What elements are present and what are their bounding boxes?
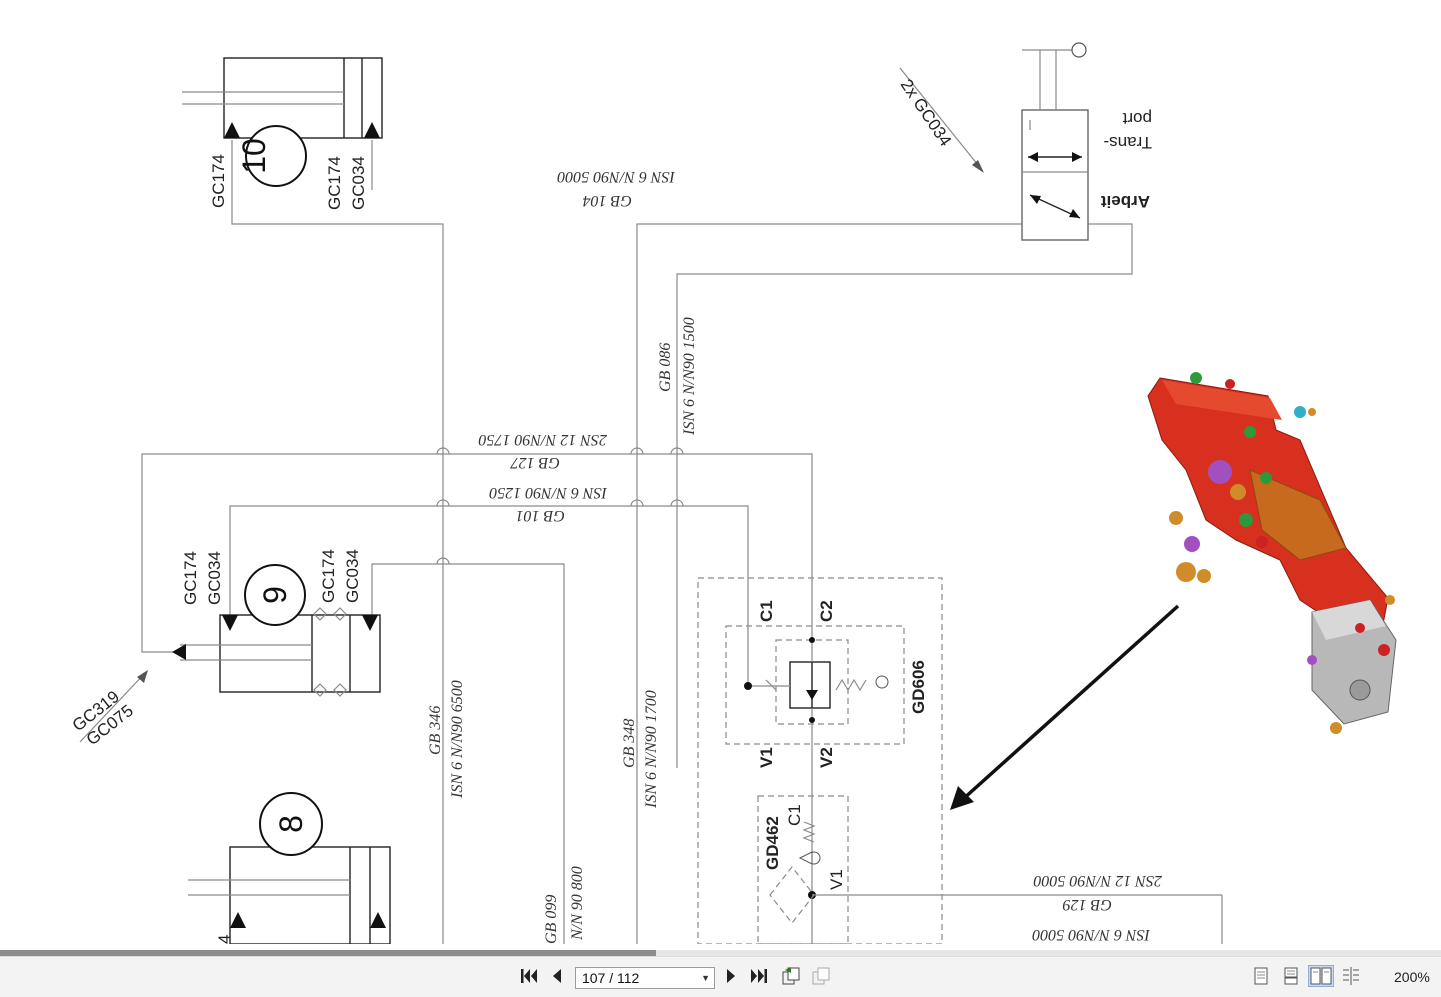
hose-isn6-5000-b: ISN 6 N/N90 5000 (1032, 926, 1151, 943)
page-scroll-progress[interactable] (0, 950, 1441, 956)
chevron-down-icon: ▼ (701, 973, 710, 983)
hose-isn6-5000: ISN 6 N/N90 5000 (557, 168, 676, 185)
hose-gb101: GB 101 (516, 507, 565, 524)
hose-gb099: GB 099 (543, 895, 560, 944)
hose-isn6-1250: ISN 6 N/N90 1250 (489, 484, 608, 501)
last-page-icon (751, 969, 767, 983)
arbeit-label: Arbeit (1101, 192, 1150, 211)
gd606-label: GD606 (909, 660, 928, 714)
hose-gb086: GB 086 (657, 343, 674, 392)
hose-isn6-1700: ISN 6 N/N90 1700 (643, 690, 660, 809)
next-page-icon (727, 969, 735, 983)
cylinder-8-number: 8 (273, 815, 309, 833)
gc174-label-b: GC174 (325, 156, 344, 210)
gc034-label-b: GC034 (205, 551, 224, 605)
first-page-icon (521, 969, 537, 983)
cylinder-8 (188, 792, 391, 944)
single-page-view-button[interactable] (1250, 965, 1272, 987)
facing-continuous-view-icon (1343, 967, 1359, 985)
facing-view-icon (1310, 967, 1332, 985)
hose-gb129: GB 129 (1063, 896, 1112, 913)
cylinder-4-partial-number: 4 (215, 935, 234, 944)
go-forward-button[interactable] (810, 965, 832, 987)
hose-2sn12-1750: 2SN 12 N/N90 1750 (479, 431, 607, 448)
go-forward-icon (812, 967, 830, 985)
valve-block-3d-image (1147, 372, 1397, 734)
page-number-text: 107 / 112 (582, 970, 640, 986)
facing-view-button[interactable] (1308, 965, 1334, 987)
page-number-select[interactable]: 107 / 112 ▼ (575, 967, 715, 989)
hose-gb346: GB 346 (427, 706, 444, 755)
gc034-label-c: GC034 (343, 549, 362, 603)
gd462-label: GD462 (763, 816, 782, 870)
gd606-v2-label: V2 (817, 747, 836, 768)
cylinder-9 (172, 564, 381, 697)
gd462-valve (757, 795, 1223, 944)
gd462-v1-label: V1 (827, 869, 846, 890)
hydraulic-schematic: 10 GC174 GC174 GC034 Arbeit Trans- port … (69, 42, 1397, 944)
single-page-view-icon (1254, 967, 1268, 985)
facing-continuous-view-button[interactable] (1340, 965, 1362, 987)
next-page-button[interactable] (720, 965, 742, 987)
hose-gb127: GB 127 (510, 454, 560, 471)
hose-gb104: GB 104 (583, 192, 632, 209)
hose-n90-800: N/N 90 800 (569, 866, 586, 941)
hose-isn6-1500: ISN 6 N/N90 1500 (681, 317, 698, 436)
gd606-c1-label: C1 (757, 600, 776, 622)
gd606-valve (697, 577, 943, 944)
go-back-icon (782, 967, 800, 985)
first-page-button[interactable] (518, 965, 540, 987)
pdf-toolbar: 107 / 112 ▼ 200% (0, 956, 1441, 997)
gc174-label-c: GC174 (181, 551, 200, 605)
go-back-button[interactable] (780, 965, 802, 987)
gc034-label-a: GC034 (349, 156, 368, 210)
hose-gb348: GB 348 (621, 719, 638, 768)
hose-isn6-6500: ISN 6 N/N90 6500 (449, 680, 466, 799)
gd606-v1-label: V1 (757, 747, 776, 768)
continuous-view-button[interactable] (1280, 965, 1302, 987)
gd462-c1-label: C1 (785, 804, 804, 826)
prev-page-icon (553, 969, 561, 983)
gc034-2x-label: 2x GC034 (897, 76, 956, 150)
gc174-label-d: GC174 (319, 549, 338, 603)
selector-valve (1021, 42, 1089, 241)
prev-page-button[interactable] (546, 965, 568, 987)
last-page-button[interactable] (748, 965, 770, 987)
cylinder-10 (182, 57, 383, 187)
cylinder-9-number: 9 (257, 586, 293, 604)
zoom-level[interactable]: 200% (1394, 969, 1430, 985)
transport-label-1: Trans- (1104, 133, 1153, 152)
hose-2sn12-5000: 2SN 12 N/N90 5000 (1034, 872, 1162, 889)
cylinder-10-number: 10 (236, 138, 272, 174)
gd606-c2-label: C2 (817, 600, 836, 622)
gc174-label-a: GC174 (209, 154, 228, 208)
document-page-view[interactable]: 10 GC174 GC174 GC034 Arbeit Trans- port … (0, 0, 1441, 944)
transport-label-2: port (1122, 109, 1152, 128)
page-scroll-progress-fill (0, 950, 656, 956)
continuous-view-icon (1284, 967, 1298, 985)
